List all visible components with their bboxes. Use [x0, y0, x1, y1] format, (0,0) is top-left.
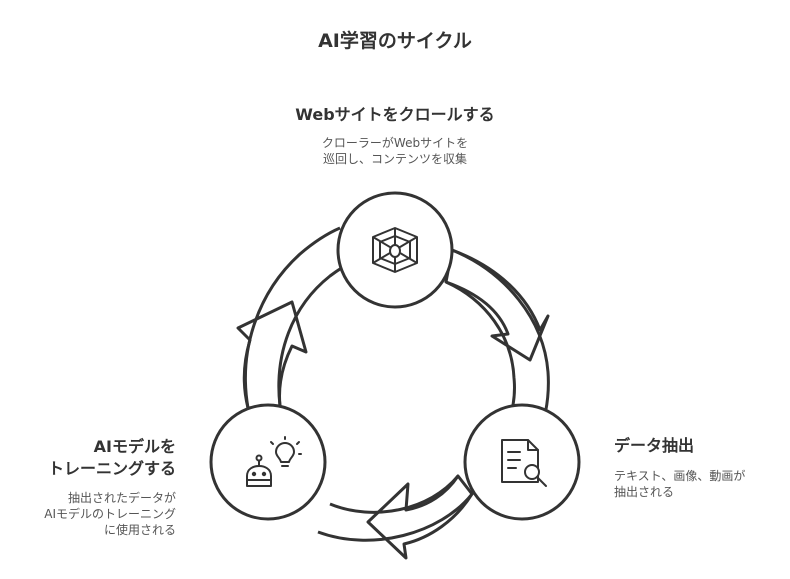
step-crawl-description: クローラーがWebサイトを 巡回し、コンテンツを収集: [245, 135, 545, 167]
step-train-desc-line-3: に使用される: [103, 523, 176, 537]
step-train-title-line-2: トレーニングする: [47, 459, 176, 478]
step-extract-title-line: データ抽出: [614, 436, 695, 455]
arc-crawl-to-extract: [444, 248, 550, 362]
step-extract-title: データ抽出: [614, 435, 694, 457]
step-crawl-title-line: Webサイトをクロールする: [295, 105, 495, 124]
step-crawl-desc-line-2: 巡回し、コンテンツを収集: [322, 152, 467, 166]
ring-outer-bottom: [317, 493, 474, 542]
lightbulb-ray-3: [270, 441, 274, 445]
spider-body: [389, 244, 401, 258]
step-train-title-line-1: AIモデルを: [93, 437, 176, 456]
node-extract: [463, 403, 581, 521]
arc-extract-to-train: [366, 474, 474, 560]
step-train-title: AIモデルを トレーニングする: [0, 436, 176, 480]
document-fold: [527, 439, 539, 451]
lightbulb-ray-2: [296, 441, 300, 445]
step-extract-desc-line-2: 抽出される: [614, 485, 675, 499]
robot-head: [246, 465, 272, 487]
node-extract-circle: [463, 403, 581, 521]
magnifier-handle: [536, 476, 547, 487]
step-train-description: 抽出されたデータが AIモデルのトレーニング に使用される: [0, 490, 176, 538]
ring-inner-bottom: [329, 475, 460, 514]
step-extract-description: テキスト、画像、動画が 抽出される: [614, 468, 745, 500]
node-train: [209, 403, 327, 521]
step-crawl-title: Webサイトをクロールする: [245, 104, 545, 126]
step-extract-desc-line-1: テキスト、画像、動画が: [614, 469, 746, 483]
step-train-desc-line-1: 抽出されたデータが: [67, 491, 176, 505]
lightbulb-globe: [275, 442, 295, 463]
diagram-title: AI学習のサイクル: [318, 30, 472, 52]
document-search-icon: [501, 439, 547, 487]
step-train-desc-line-2: AIモデルのトレーニング: [44, 507, 176, 521]
ring-outer-left: [244, 226, 341, 409]
document-outline: [501, 439, 539, 483]
robot-eye-left: [251, 471, 257, 477]
magnifier-lens: [524, 464, 540, 480]
robot-eye-right: [261, 471, 267, 477]
step-crawl-desc-line-1: クローラーがWebサイトを: [321, 136, 469, 150]
node-train-circle: [209, 403, 327, 521]
spider-web-icon: [372, 227, 418, 273]
robot-lightbulb-icon: [246, 436, 302, 487]
node-crawl: [336, 191, 454, 309]
